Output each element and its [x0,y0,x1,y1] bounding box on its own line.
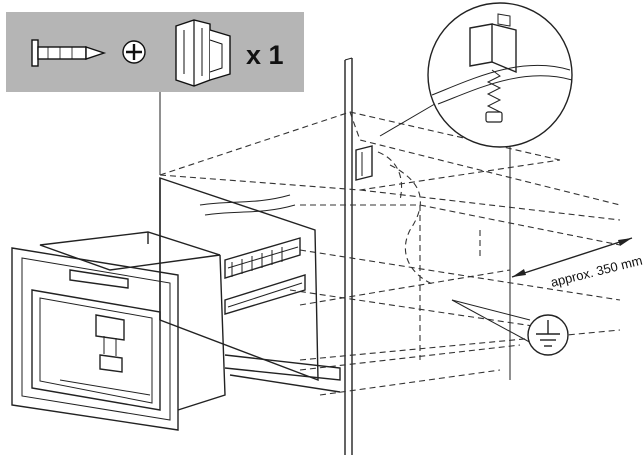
detail-magnifier [379,2,573,148]
hardware-box: x 1 [6,12,304,92]
bracket-clip-icon [175,19,231,87]
ground-callout [451,299,569,356]
dimension-label: approx. 350 mm [549,253,643,290]
dimension-indicator: approx. 350 mm [511,237,643,290]
ground-icon [536,320,560,347]
screw-icon [31,39,107,67]
quantity-label: x 1 [246,40,284,70]
mounting-bracket [355,145,373,181]
spring-icon [485,69,503,123]
phillips-head-icon [122,40,146,64]
cabinet-side-panel [344,57,353,455]
coffee-machine [11,231,341,431]
slide-rail [224,237,306,315]
